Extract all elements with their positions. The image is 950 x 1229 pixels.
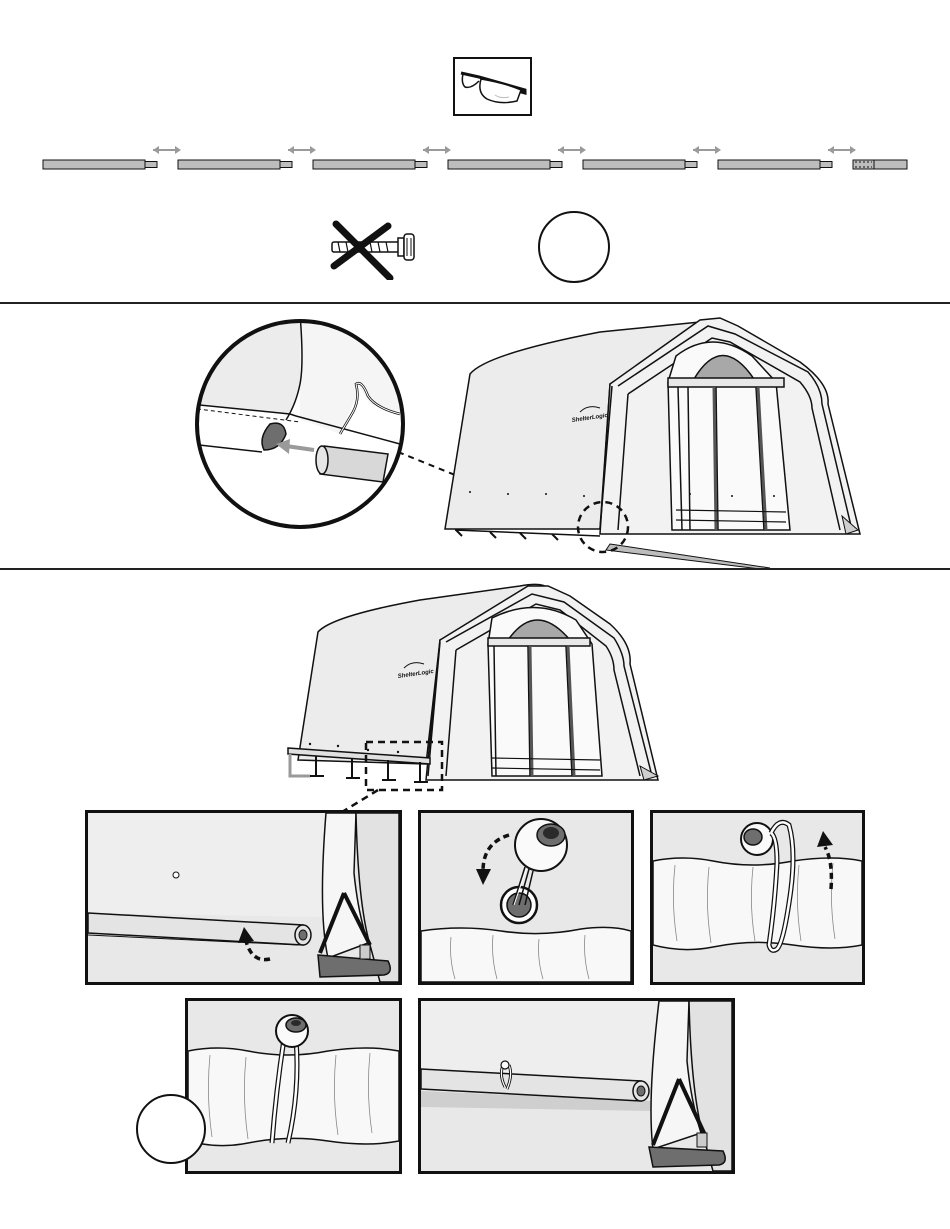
pipe-section-5 [583, 146, 721, 169]
pipe-section-2 [178, 146, 316, 169]
panel-bungee-secured [185, 998, 402, 1174]
pipe-sections-row [40, 140, 915, 175]
shelter-overview: ShelterLogic [280, 580, 670, 810]
panel-insert-ball-bungee [418, 810, 634, 985]
pipe-section-4 [448, 146, 586, 169]
pipe-section-7 [853, 160, 907, 169]
zoom-detail-circle [190, 314, 403, 527]
step-insert-pipe: ShelterLogic [0, 304, 950, 569]
no-screw-icon [326, 220, 418, 280]
shelter-illustration: ShelterLogic [445, 318, 860, 569]
panel-roll-cover-edge [85, 810, 402, 985]
panel-pipe-in-hem-result [418, 998, 735, 1174]
blank-circle-icon [536, 210, 612, 286]
panel-loop-bungee-over [650, 810, 865, 985]
pipe-section-3 [313, 146, 451, 169]
safety-glasses-box [453, 57, 532, 116]
pipe-section-1 [43, 146, 181, 169]
blank-circle-icon-2 [133, 1093, 209, 1165]
pipe-section-6 [718, 146, 856, 169]
section-divider-2 [0, 568, 950, 570]
safety-glasses-icon [455, 59, 530, 114]
